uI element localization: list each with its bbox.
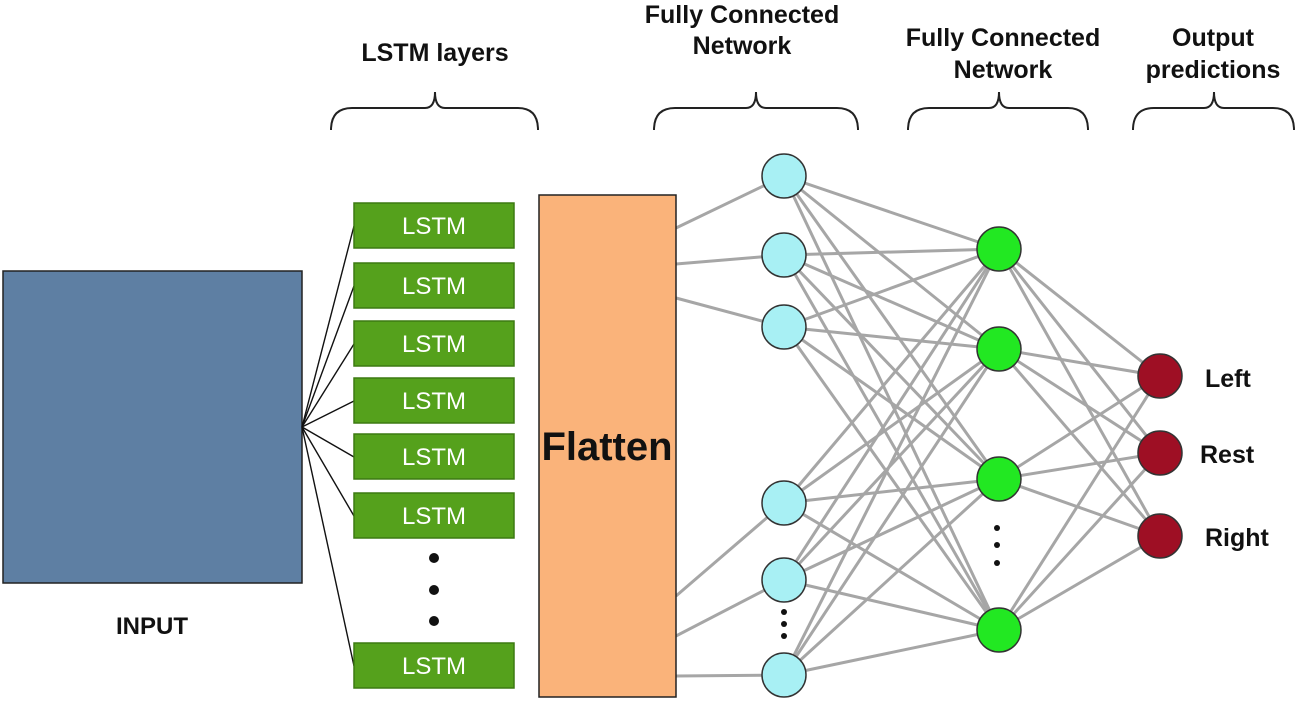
header-lstm-layers: LSTM layers: [361, 39, 508, 67]
fc2-node: [976, 226, 1022, 272]
fc2-node: [976, 456, 1022, 502]
lstm-label: LSTM: [402, 444, 466, 471]
lstm-label: LSTM: [402, 388, 466, 415]
connection-line: [783, 325, 1000, 351]
lstm-block: LSTM: [353, 202, 515, 249]
input-box: [2, 270, 303, 584]
lstm-label: LSTM: [402, 213, 466, 240]
fc1-layer: [761, 153, 807, 698]
connection-line: [782, 348, 1001, 676]
fc2-ellipsis-icon: [994, 525, 1000, 566]
fc1-node: [761, 557, 807, 603]
fc2-node: [976, 326, 1022, 372]
connection-line: [782, 326, 1001, 631]
connection-line: [782, 248, 1001, 676]
input-lstm-connection: [301, 285, 355, 428]
lstm-ellipsis-icon: [429, 553, 439, 626]
lstm-block: LSTM: [353, 377, 515, 424]
brace-fc2: [907, 91, 1089, 131]
connection-line: [783, 477, 1000, 505]
lstm-label: LSTM: [402, 331, 466, 358]
input-lstm-connection: [301, 426, 355, 458]
fc1-node: [761, 652, 807, 698]
header-fc1-line2: Network: [693, 32, 792, 60]
input-lstm-connection: [301, 343, 355, 428]
lstm-block: LSTM: [353, 433, 515, 480]
brace-output: [1132, 91, 1295, 131]
output-node-right: [1137, 513, 1183, 559]
connection-line: [783, 174, 1000, 351]
output-label-right: Right: [1205, 524, 1270, 552]
connection-line: [783, 253, 1000, 351]
output-label-left: Left: [1205, 365, 1252, 393]
fc1-node: [761, 304, 807, 350]
connection-line: [783, 578, 1000, 632]
connection-line: [783, 247, 1000, 257]
fc1-ellipsis-icon: [781, 609, 787, 639]
output-label-rest: Rest: [1200, 441, 1255, 469]
connection-line: [998, 477, 1161, 538]
lstm-block: LSTM: [353, 262, 515, 309]
header-output-line1: Output: [1172, 24, 1255, 52]
connection-line: [782, 175, 1001, 480]
connection-line: [675, 501, 785, 598]
connection-line: [998, 347, 1161, 378]
flatten-label: Flatten: [541, 425, 672, 469]
fc1-node: [761, 232, 807, 278]
connection-line: [782, 248, 1001, 581]
input-lstm-connection: [301, 400, 355, 428]
brace-fc1: [653, 91, 859, 131]
fc1-node: [761, 480, 807, 526]
input-lstm-connection: [301, 225, 355, 428]
header-fc2-line1: Fully Connected: [906, 24, 1100, 52]
connection-line: [998, 534, 1161, 632]
input-lstm-connections: [301, 225, 355, 667]
connection-line: [782, 248, 1001, 504]
connection-line: [998, 451, 1161, 481]
header-fc2-line2: Network: [954, 56, 1053, 84]
fc2-layer: [976, 226, 1022, 653]
connection-line: [998, 347, 1161, 455]
connection-line: [783, 174, 1000, 251]
flatten-box: [538, 194, 677, 698]
connection-line: [997, 248, 1162, 537]
connection-line: [783, 325, 1000, 481]
connection-line: [997, 375, 1162, 631]
connection-line: [997, 348, 1162, 537]
input-lstm-connection: [301, 426, 355, 667]
connection-line: [998, 247, 1161, 378]
input-lstm-connection: [301, 426, 355, 517]
output-node-rest: [1137, 430, 1183, 476]
lstm-label: LSTM: [402, 503, 466, 530]
header-fc1-line1: Fully Connected: [645, 1, 839, 29]
connection-line: [782, 477, 1001, 677]
connection-line: [783, 477, 1000, 582]
connection-line: [782, 253, 1001, 481]
fc2-node: [976, 607, 1022, 653]
connection-line: [783, 347, 1000, 505]
lstm-block: LSTM: [353, 492, 515, 539]
brace-lstm: [330, 91, 539, 131]
output-node-left: [1137, 353, 1183, 399]
lstm-block: LSTM: [353, 642, 515, 689]
connection-line: [997, 451, 1162, 632]
connection-line: [998, 374, 1161, 481]
connection-line: [783, 628, 1000, 677]
lstm-label: LSTM: [402, 273, 466, 300]
header-output-line2: predictions: [1146, 56, 1281, 84]
output-layer: [1137, 353, 1183, 559]
connection-line: [782, 254, 1001, 631]
dense-connections: [675, 174, 1162, 678]
lstm-label: LSTM: [402, 653, 466, 680]
input-label: INPUT: [116, 613, 188, 640]
lstm-block: LSTM: [353, 320, 515, 367]
connection-line: [997, 248, 1162, 454]
fc1-node: [761, 153, 807, 199]
connection-line: [783, 247, 1000, 329]
